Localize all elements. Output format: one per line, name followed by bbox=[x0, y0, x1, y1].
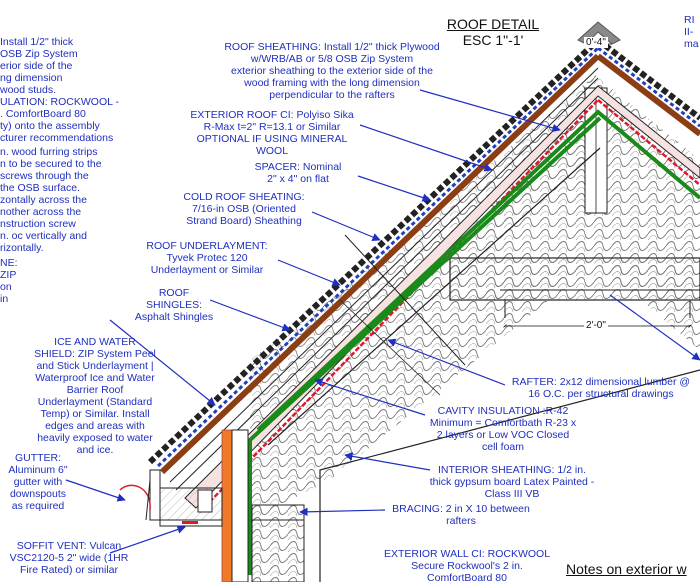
note-left-clip-3: n. wood furring strips n to be secured t… bbox=[0, 146, 102, 254]
note-roof-sheathing: ROOF SHEATHING: Install 1/2" thick Plywo… bbox=[224, 41, 440, 101]
note-left-clip-1: Install 1/2" thick OSB Zip System erior … bbox=[0, 36, 78, 96]
reference-lines bbox=[339, 234, 466, 396]
note-rafter: RAFTER: 2x12 dimensional lumber @ 16 O.C… bbox=[511, 376, 691, 400]
ridge-dimension: 0'-4" bbox=[584, 37, 608, 48]
note-interior-sheathing: INTERIOR SHEATHING: 1/2 in. thick gypsum… bbox=[429, 464, 595, 500]
note-spacer: SPACER: Nominal 2" x 4" on flat bbox=[254, 161, 342, 185]
detail-scale: ESC 1"-1' bbox=[438, 16, 548, 48]
detail-title: ROOF DETAIL bbox=[438, 0, 548, 32]
leader-arrows bbox=[65, 89, 700, 554]
eave-assembly bbox=[119, 469, 223, 527]
note-cold-roof-sheathing: COLD ROOF SHEATING: 7/16-in OSB (Oriente… bbox=[183, 191, 305, 227]
detail-scale-text: ESC 1"-1' bbox=[462, 32, 524, 48]
note-roof-underlayment: ROOF UNDERLAYMENT: Tyvek Protec 120 Unde… bbox=[146, 240, 268, 276]
note-cavity-insulation: CAVITY INSULATION :R-42 Minimum = Comfor… bbox=[429, 405, 577, 453]
note-bracing: BRACING: 2 in X 10 between rafters bbox=[392, 503, 530, 527]
note-roof-shingles: ROOF SHINGLES: Asphalt Shingles bbox=[134, 287, 214, 323]
note-ice-water-shield: ICE AND WATER SHIELD: ZIP System Peel an… bbox=[34, 336, 156, 456]
note-gutter: GUTTER: Aluminum 6" gutter with downspou… bbox=[8, 452, 68, 512]
note-left-clip-2: ULATION: ROCKWOOL - . ComfortBoard 80 ty… bbox=[0, 96, 120, 144]
exterior-wall bbox=[221, 429, 305, 582]
span-dimension: 2'-0" bbox=[584, 320, 608, 331]
note-soffit-vent: SOFFIT VENT: Vulcan VSC2120-5 2" wide (1… bbox=[9, 540, 129, 576]
note-exterior-wall-ci: EXTERIOR WALL CI: ROCKWOOL Secure Rockwo… bbox=[383, 548, 551, 584]
footer-notes-link: Notes on exterior w bbox=[566, 561, 687, 577]
detail-title-line1: ROOF DETAIL bbox=[446, 16, 540, 32]
note-left-clip-4: NE: ZIP on in bbox=[0, 257, 18, 305]
note-right-clip: RI II- ma bbox=[684, 14, 699, 50]
note-exterior-roof-ci: EXTERIOR ROOF CI: Polyiso Sika R-Max t=2… bbox=[190, 109, 354, 157]
